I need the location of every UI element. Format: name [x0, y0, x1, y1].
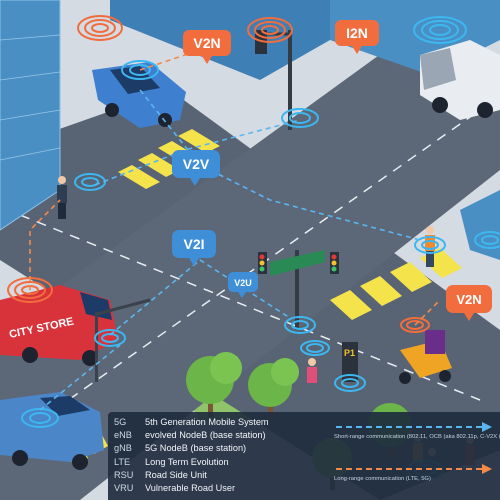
abbreviation-key: eNB	[114, 430, 132, 441]
abbreviation-key: LTE	[114, 456, 131, 467]
abbreviation-row: eNB evolved NodeB (base station)	[114, 429, 324, 442]
pedestrian-phone	[57, 176, 67, 219]
truck	[420, 40, 500, 120]
legend-panel: 5G 5th Generation Mobile System eNB evolved…	[108, 412, 500, 500]
abbreviation-value: Road Side Unit	[145, 469, 207, 480]
v2u-label: V2U	[234, 278, 252, 288]
blue-car-bottom	[0, 392, 104, 470]
abbreviation-row: VRU Vulnerable Road User	[114, 482, 324, 495]
abbreviation-value: 5th Generation Mobile System	[145, 417, 269, 427]
abbreviation-row: gNB 5G NodeB (base station)	[114, 442, 324, 455]
short-range-paths	[39, 89, 421, 411]
v2i-badge[interactable]: V2I	[172, 230, 216, 266]
short-range-text: Short-range communication (802.11, OCB (…	[334, 434, 500, 440]
i2n-label: I2N	[346, 25, 368, 41]
v2i-label: V2I	[183, 236, 204, 252]
long-range-arrow-icon	[336, 464, 492, 474]
v2n-badge-right[interactable]: V2N	[446, 285, 492, 321]
road-cross	[0, 40, 500, 500]
traffic-light-center	[258, 250, 339, 330]
v2v-badge[interactable]: V2V	[172, 150, 220, 186]
short-range-arrow-icon	[336, 422, 492, 432]
street-lamp	[95, 298, 151, 382]
v2v-label: V2V	[183, 156, 210, 172]
abbreviation-value: 5G NodeB (base station)	[145, 443, 247, 454]
abbreviation-row: 5G 5th Generation Mobile System	[114, 416, 324, 429]
abbreviation-row: LTE Long Term Evolution	[114, 456, 324, 469]
scooter	[399, 330, 452, 384]
abbreviation-list: 5G 5th Generation Mobile System eNB evolved…	[114, 416, 324, 495]
abbreviation-key: VRU	[114, 482, 134, 493]
v2n-badge-top[interactable]: V2N	[183, 30, 231, 64]
pedestrian-walking	[425, 226, 435, 267]
long-range-legend: Long-range communication (LTE, 5G)	[334, 462, 494, 483]
building-edge-right	[460, 190, 500, 260]
abbreviation-key: RSU	[114, 469, 134, 480]
parking-sign: P1	[344, 348, 355, 358]
i2n-badge[interactable]: I2N	[335, 20, 379, 54]
v2n-label-top: V2N	[193, 35, 220, 51]
abbreviation-value: Vulnerable Road User	[145, 482, 236, 493]
abbreviation-key: gNB	[114, 443, 132, 454]
abbreviation-row: RSU Road Side Unit	[114, 469, 324, 482]
red-van: CITY STORE	[0, 285, 118, 366]
parking-meter: P1	[342, 342, 358, 382]
pedestrian-child	[307, 358, 317, 383]
abbreviation-value: Long Term Evolution	[145, 456, 229, 467]
v2n-label-right: V2N	[456, 292, 481, 307]
abbreviation-key: 5G	[114, 417, 127, 427]
long-range-paths	[29, 49, 441, 326]
long-range-text: Long-range communication (LTE, 5G)	[334, 476, 431, 482]
abbreviation-value: evolved NodeB (base station)	[145, 430, 266, 441]
v2u-badge[interactable]: V2U	[228, 272, 258, 298]
short-range-legend: Short-range communication (802.11, OCB (…	[334, 420, 500, 441]
